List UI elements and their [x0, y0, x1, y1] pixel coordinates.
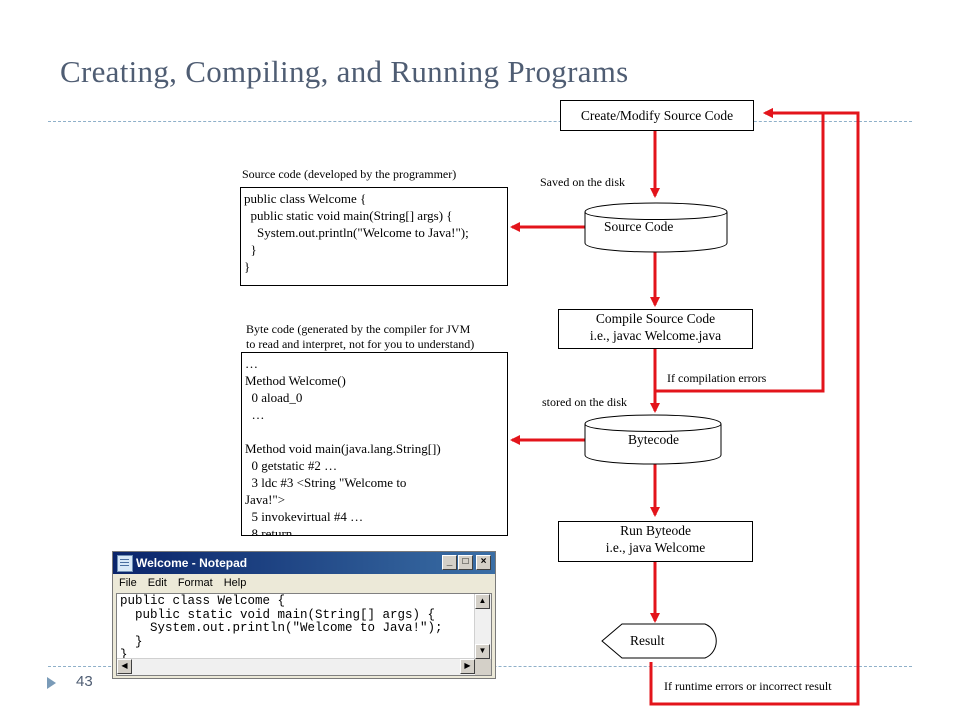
- source-line: }: [244, 242, 257, 257]
- source-line: public static void main(String[] args) {: [244, 208, 453, 223]
- label-saved-on-disk: Saved on the disk: [540, 175, 625, 189]
- result-shape: [601, 623, 717, 659]
- notepad-title: Welcome - Notepad: [136, 556, 248, 570]
- bytecode-line: [245, 423, 504, 440]
- close-button[interactable]: ×: [476, 555, 491, 570]
- page-number: 43: [76, 673, 93, 690]
- notepad-editor[interactable]: public class Welcome { public static voi…: [116, 593, 492, 676]
- scroll-right-icon[interactable]: ▶: [460, 659, 475, 674]
- scroll-left-icon[interactable]: ◀: [117, 659, 132, 674]
- notepad-window: Welcome - Notepad _ □ × File Edit Format…: [112, 551, 496, 679]
- source-panel-caption: Source code (developed by the programmer…: [242, 167, 457, 181]
- label-stored-on-disk: stored on the disk: [542, 395, 627, 409]
- source-code-panel: public class Welcome { public static voi…: [240, 187, 508, 286]
- header-rule: [48, 121, 912, 122]
- bytecode-line: …: [245, 356, 258, 371]
- maximize-button[interactable]: □: [458, 555, 473, 570]
- menu-file[interactable]: File: [119, 577, 137, 589]
- bytecode-line: 5 invokevirtual #4 …: [245, 509, 364, 524]
- bytecode-line: Method void main(java.lang.String[]): [245, 441, 441, 456]
- label-compilation-errors: If compilation errors: [667, 371, 767, 385]
- source-line: }: [244, 259, 251, 274]
- notepad-text[interactable]: public class Welcome { public static voi…: [120, 594, 443, 662]
- slide-title: Creating, Compiling, and Running Program…: [60, 54, 629, 89]
- notepad-app-icon: [117, 555, 133, 572]
- node-run: Run Byteode i.e., java Welcome: [558, 521, 753, 562]
- source-line: System.out.println("Welcome to Java!");: [244, 225, 469, 240]
- node-compile: Compile Source Code i.e., javac Welcome.…: [558, 309, 753, 349]
- node-source-code: Source Code: [604, 219, 674, 234]
- bytecode-line: 0 aload_0: [245, 390, 303, 405]
- bytecode-line: 3 ldc #3 <String "Welcome to: [245, 475, 407, 490]
- bytecode-line: Java!">: [245, 492, 286, 507]
- bytecode-line: …: [245, 407, 265, 422]
- notepad-titlebar[interactable]: Welcome - Notepad _ □ ×: [113, 552, 495, 574]
- horizontal-scrollbar[interactable]: ◀ ▶: [117, 658, 475, 675]
- node-create-modify: Create/Modify Source Code: [560, 100, 754, 131]
- disk-bytecode-rim: [584, 423, 722, 432]
- label-runtime-errors: If runtime errors or incorrect result: [664, 679, 832, 693]
- scroll-down-icon[interactable]: ▼: [475, 644, 490, 659]
- scroll-up-icon[interactable]: ▲: [475, 594, 490, 609]
- bytecode-line: 8 return: [245, 526, 293, 536]
- bytecode-caption-line-1: Byte code (generated by the compiler for…: [246, 322, 471, 336]
- bytecode-line: 0 getstatic #2 …: [245, 458, 338, 473]
- source-line: public class Welcome {: [244, 191, 367, 206]
- menu-format[interactable]: Format: [177, 577, 213, 589]
- compile-line-1: Compile Source Code: [595, 311, 716, 326]
- bytecode-panel: … Method Welcome() 0 aload_0 … Method vo…: [241, 352, 508, 536]
- minimize-button[interactable]: _: [442, 555, 457, 570]
- notepad-menubar: File Edit Format Help: [113, 574, 495, 592]
- vertical-scrollbar[interactable]: ▲ ▼: [474, 594, 491, 659]
- scroll-corner: [475, 659, 491, 675]
- bytecode-line: Method Welcome(): [245, 373, 346, 388]
- run-line-1: Run Byteode: [620, 523, 691, 538]
- menu-edit[interactable]: Edit: [147, 577, 167, 589]
- run-line-2: i.e., java Welcome: [605, 540, 706, 555]
- menu-help[interactable]: Help: [223, 577, 247, 589]
- compile-line-2: i.e., javac Welcome.java: [589, 328, 722, 343]
- node-bytecode: Bytecode: [628, 432, 679, 447]
- disk-source-code-rim: [584, 211, 728, 220]
- footer-bullet-icon: [47, 677, 56, 689]
- loop-runtime-errors: [649, 108, 860, 706]
- node-result: Result: [630, 633, 665, 648]
- bytecode-caption-line-2: to read and interpret, not for you to un…: [246, 337, 475, 351]
- disk-bytecode: [584, 414, 722, 465]
- disk-source-code: [584, 202, 728, 253]
